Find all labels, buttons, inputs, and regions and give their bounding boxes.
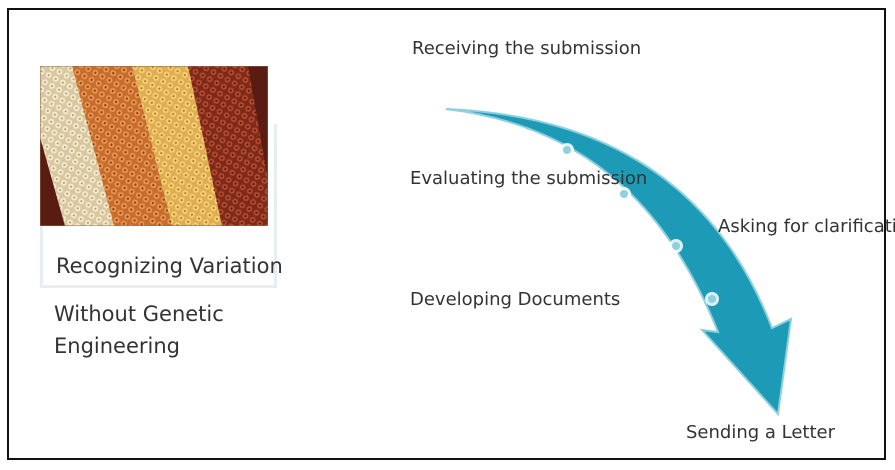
step-evaluating: Evaluating the submission <box>410 168 648 189</box>
diagram-title: Recognizing Variation <box>56 254 283 278</box>
step-developing: Developing Documents <box>410 289 621 310</box>
corn-image <box>40 66 268 226</box>
step-asking: Asking for clarification <box>718 216 895 237</box>
diagram-subtitle: Without Genetic Engineering <box>54 302 224 358</box>
step-sending: Sending a Letter <box>686 422 836 443</box>
step-receiving: Receiving the submission <box>412 38 642 59</box>
